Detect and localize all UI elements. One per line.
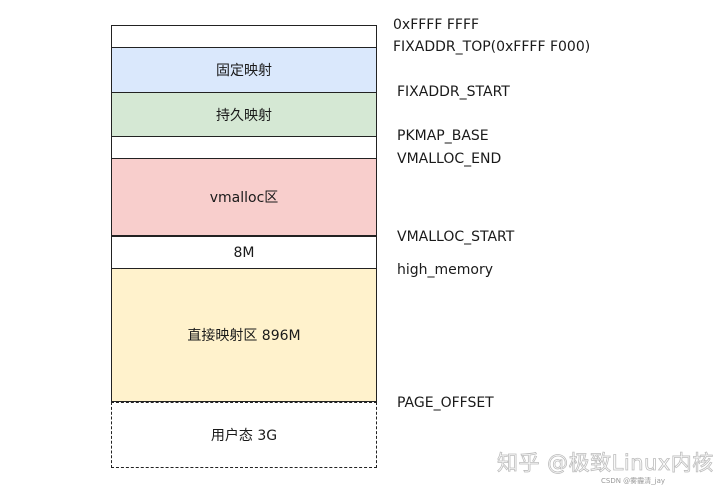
label-vmalloc-end: VMALLOC_END: [397, 151, 502, 167]
block-top-reserved: [111, 25, 377, 47]
label-page-offset: PAGE_OFFSET: [397, 395, 494, 411]
block-fixmap: 固定映射: [111, 47, 377, 92]
block-pkmap-label: 持久映射: [216, 107, 272, 124]
label-top-address: 0xFFFF FFFF: [393, 17, 480, 33]
label-high-memory: high_memory: [397, 262, 494, 278]
block-vmalloc: vmalloc区: [111, 159, 377, 236]
label-fixaddr-top: FIXADDR_TOP(0xFFFF F000): [393, 39, 591, 55]
watermark-zhihu: 知乎 @极致Linux内核: [497, 451, 714, 476]
block-gap: [111, 137, 377, 159]
watermark-csdn: CSDN @雾霾清_jay: [601, 477, 666, 485]
block-direct-map-label: 直接映射区 896M: [187, 328, 301, 344]
block-user-space-label: 用户态 3G: [210, 428, 278, 444]
block-8m-gap: 8M: [111, 236, 377, 269]
label-pkmap-base: PKMAP_BASE: [397, 128, 489, 144]
block-pkmap: 持久映射: [111, 92, 377, 137]
block-fixmap-label: 固定映射: [216, 63, 272, 79]
label-vmalloc-start: VMALLOC_START: [397, 229, 515, 245]
label-fixaddr-start: FIXADDR_START: [397, 84, 510, 100]
block-vmalloc-label: vmalloc区: [209, 190, 279, 206]
block-direct-map: 直接映射区 896M: [111, 269, 377, 402]
block-user-space: 用户态 3G: [111, 402, 377, 468]
block-8m-gap-label: 8M: [233, 244, 255, 261]
